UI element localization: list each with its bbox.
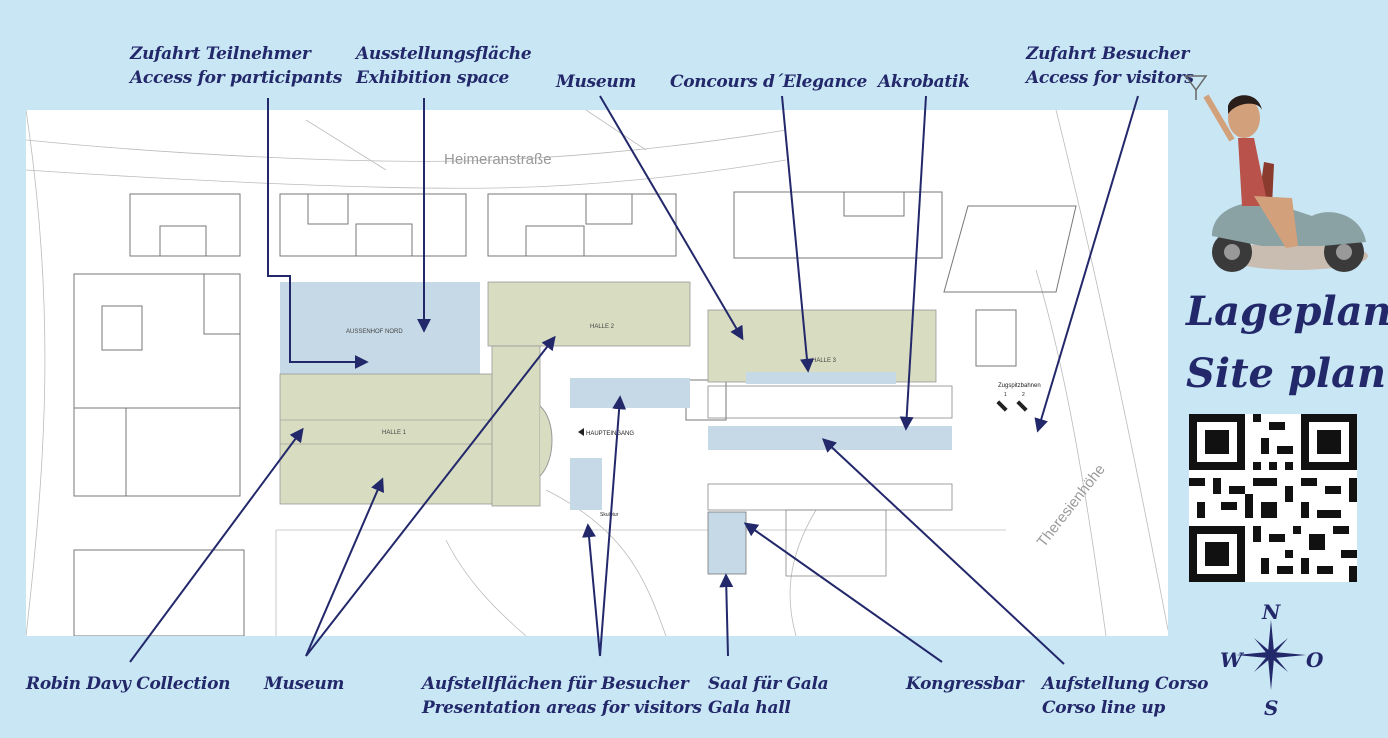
skulptur-label: Skulptur	[600, 512, 619, 518]
halle1-label: HALLE 1	[382, 430, 407, 436]
label-access-participants: Zufahrt Teilnehmer Access for participan…	[130, 44, 343, 88]
label-concours: Concours d´Elegance	[670, 72, 868, 92]
label-museum-top: Museum	[556, 72, 637, 92]
title-site-plan: Site plan	[1186, 350, 1387, 397]
qr-code-icon[interactable]	[1189, 414, 1357, 582]
halle2-label: HALLE 2	[590, 324, 615, 330]
title-lageplan: Lageplan	[1186, 288, 1388, 335]
street-north-label: Heimeranstraße	[444, 151, 552, 168]
zug1-label: 1	[1004, 392, 1007, 398]
haupteingang-label: HAUPTEINGANG	[586, 431, 634, 437]
woman-on-scooter-illustration	[1184, 75, 1368, 272]
halle3-label: HALLE 3	[812, 358, 837, 364]
label-museum-bottom: Museum	[264, 674, 345, 694]
qr-code-graphic	[1189, 414, 1357, 582]
compass-east: O	[1306, 648, 1324, 672]
compass-west: W	[1220, 648, 1243, 672]
compass-south: S	[1264, 696, 1279, 720]
aussenhof-label: AUSSENHOF NORD	[346, 329, 403, 335]
label-access-visitors: Zufahrt Besucher Access for visitors	[1026, 44, 1194, 88]
compass-north: N	[1262, 600, 1281, 624]
label-akrobatik: Akrobatik	[878, 72, 970, 92]
site-map-drawing: AUSSENHOF NORD HALLE 1 HALLE 2 HALLE 3 H…	[26, 110, 1168, 636]
label-corso: Aufstellung Corso Corso line up	[1042, 674, 1209, 718]
label-robin-davy: Robin Davy Collection	[26, 674, 231, 694]
zugspitzbahnen-label: Zugspitzbahnen	[998, 383, 1041, 389]
label-gala-hall: Saal für Gala Gala hall	[708, 674, 829, 718]
compass-rose-icon	[1236, 620, 1306, 690]
site-map: AUSSENHOF NORD HALLE 1 HALLE 2 HALLE 3 H…	[26, 110, 1168, 636]
street-east-label: Theresienhöhe	[1034, 461, 1109, 550]
zug2-label: 2	[1022, 392, 1025, 398]
label-exhibition-space: Ausstellungsfläche Exhibition space	[356, 44, 532, 88]
label-kongressbar: Kongressbar	[906, 674, 1024, 694]
label-presentation-areas: Aufstellflächen für Besucher Presentatio…	[422, 674, 702, 718]
